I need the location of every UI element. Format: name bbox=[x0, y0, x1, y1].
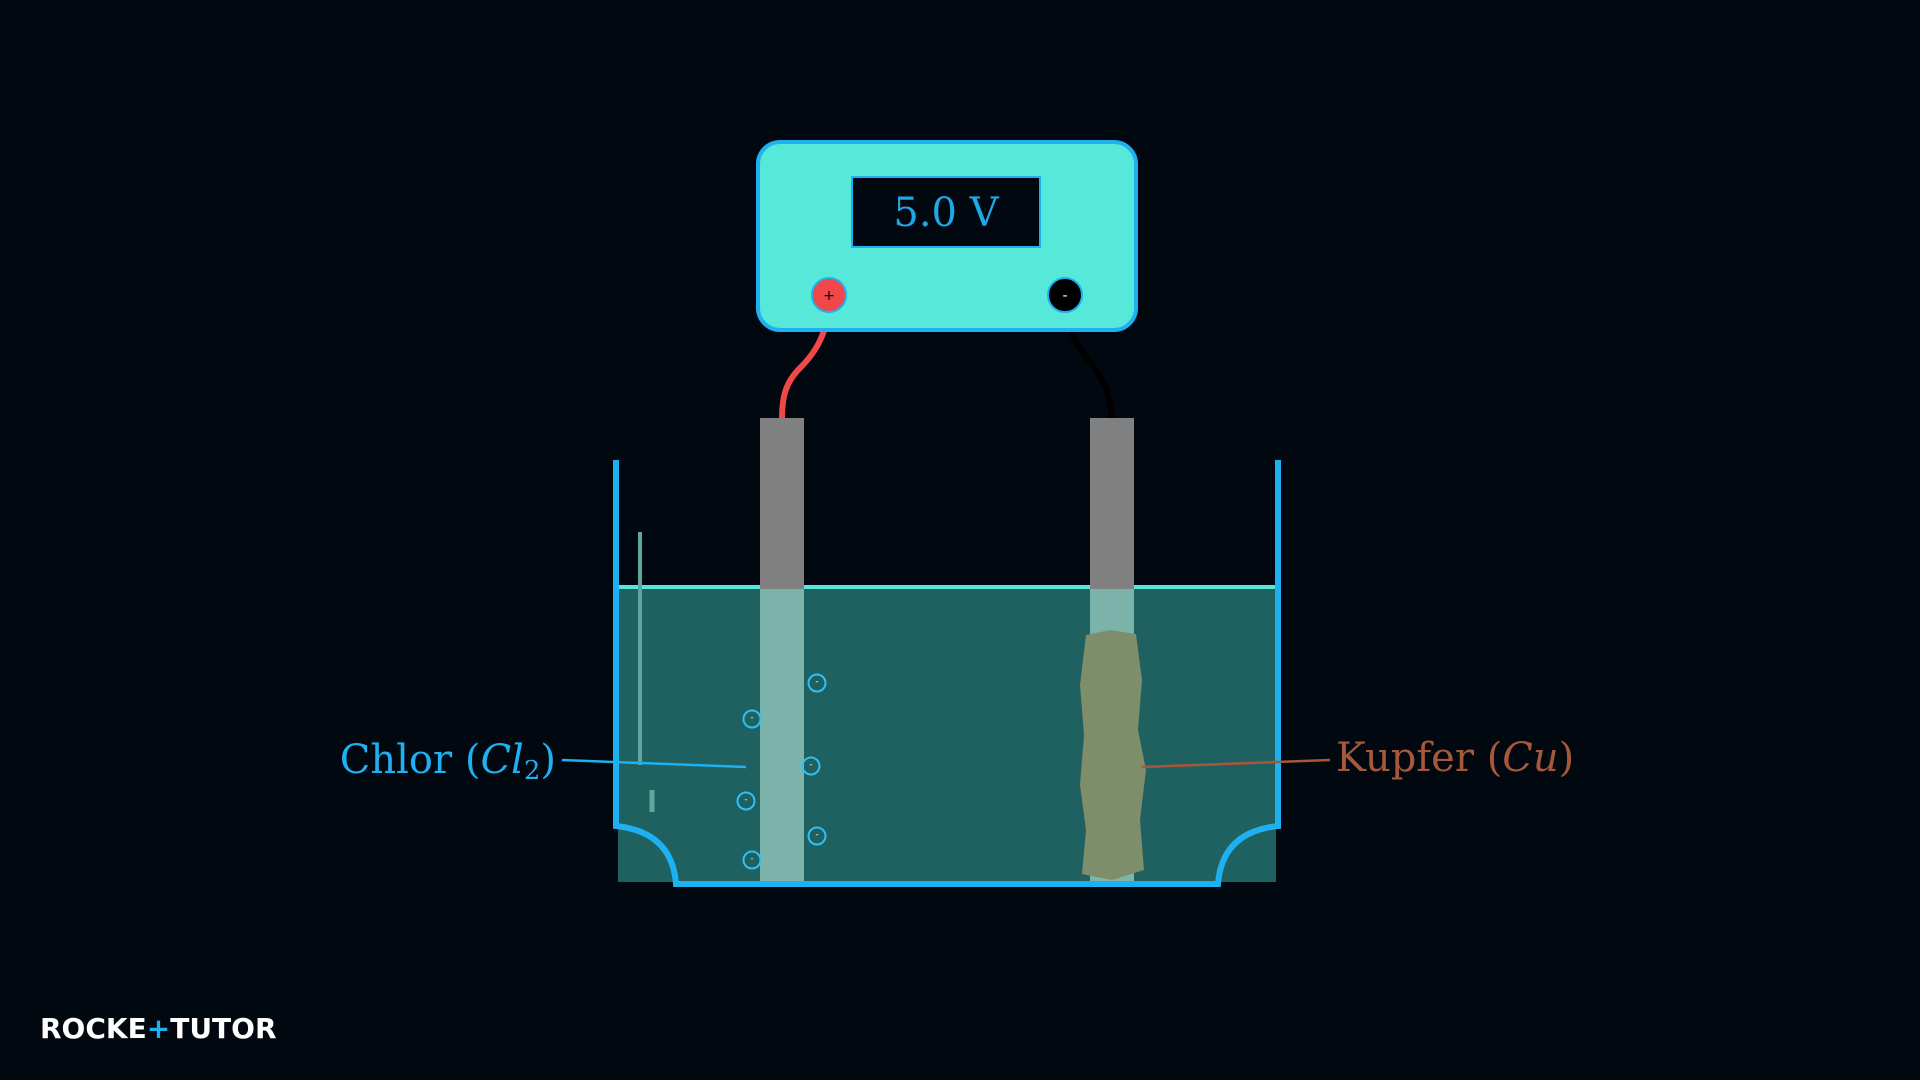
beaker bbox=[613, 460, 1281, 887]
bubble bbox=[742, 709, 762, 729]
rocket-tutor-logo: ROCKE+TUTOR bbox=[40, 1012, 277, 1045]
minus-terminal[interactable] bbox=[1047, 277, 1083, 313]
plus-terminal[interactable] bbox=[811, 277, 847, 313]
copper-formula: Cu bbox=[1502, 735, 1558, 781]
bubble bbox=[801, 756, 821, 776]
voltage-readout: 5.0 V bbox=[893, 190, 999, 236]
chlorine-bubbles: - - - - - - bbox=[736, 673, 827, 870]
copper-open-paren: ( bbox=[1487, 735, 1503, 781]
logo-plus: + bbox=[147, 1012, 170, 1045]
copper-close-paren: ) bbox=[1559, 735, 1575, 781]
copper-label: Kupfer (Cu) bbox=[1336, 735, 1574, 781]
bubble-charge: - bbox=[750, 854, 753, 864]
logo-part1: ROCKE bbox=[40, 1012, 147, 1045]
voltmeter: 5.0 V + - bbox=[756, 140, 1138, 332]
bubble-charge: - bbox=[815, 830, 818, 840]
bubble bbox=[807, 826, 827, 846]
bubble bbox=[807, 673, 827, 693]
bubble-charge: - bbox=[750, 713, 753, 723]
plus-terminal-symbol: + bbox=[823, 288, 835, 304]
bubble-charge: - bbox=[815, 677, 818, 687]
bubble bbox=[742, 850, 762, 870]
copper-leader-line bbox=[1141, 758, 1331, 769]
logo-part2: TUTO bbox=[170, 1012, 255, 1045]
bubble-charge: - bbox=[744, 795, 747, 805]
anode-electrode-submerged bbox=[760, 589, 804, 881]
chlorine-subscript: 2 bbox=[524, 756, 541, 786]
bubble-charge: - bbox=[809, 760, 812, 770]
chlorine-name: Chlor bbox=[340, 737, 465, 783]
copper-deposit bbox=[1080, 630, 1146, 880]
chlorine-close-paren: ) bbox=[540, 737, 556, 783]
solution bbox=[618, 587, 1276, 882]
voltmeter-display bbox=[851, 176, 1041, 248]
chlorine-formula: Cl bbox=[480, 737, 523, 783]
minus-terminal-symbol: - bbox=[1062, 288, 1067, 304]
bubble bbox=[736, 791, 756, 811]
chlorine-open-paren: ( bbox=[465, 737, 481, 783]
chlorine-leader-line bbox=[561, 758, 747, 769]
logo-part3: R bbox=[255, 1012, 277, 1045]
chlorine-label: Chlor (Cl2) bbox=[340, 737, 556, 786]
copper-name: Kupfer bbox=[1336, 735, 1487, 781]
